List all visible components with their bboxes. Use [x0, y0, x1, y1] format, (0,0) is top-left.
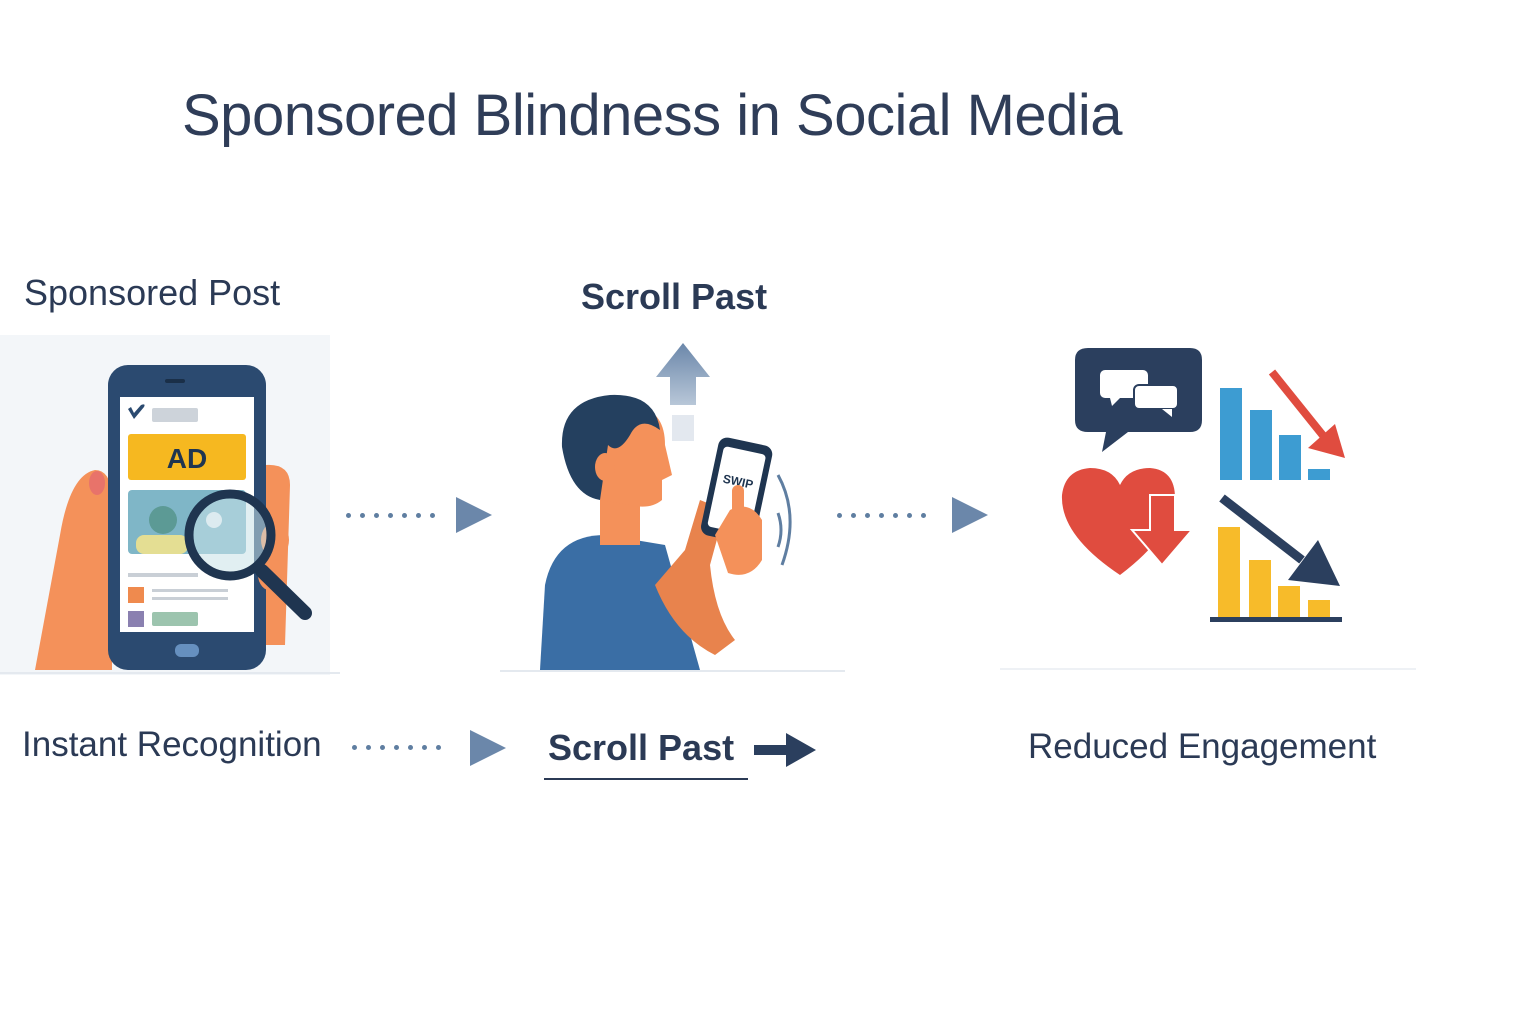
svg-text:SWIP: SWIP — [722, 472, 755, 492]
stage-1-baseline — [0, 672, 340, 674]
scroll-past-underline — [544, 778, 748, 780]
reduced-engagement-illustration — [1050, 340, 1360, 630]
stage-2-baseline — [500, 670, 845, 672]
svg-text:AD: AD — [167, 443, 207, 474]
sponsored-post-illustration: AD — [0, 335, 330, 675]
page-title: Sponsored Blindness in Social Media — [182, 83, 1123, 148]
flow-label-instant-recognition: Instant Recognition — [22, 725, 322, 764]
engagement-decline-icon — [1061, 348, 1345, 622]
person-swiping-phone-icon: SWIP — [540, 343, 792, 670]
arrow-right-bold-icon — [754, 733, 816, 767]
flow-label-scroll-past: Scroll Past — [548, 727, 735, 768]
hand-phone-magnifier-icon: AD — [35, 365, 312, 670]
arrow-right-icon — [952, 497, 988, 533]
arrow-right-icon — [470, 730, 506, 766]
arrow-right-icon — [456, 497, 492, 533]
stage-3-baseline — [1000, 668, 1416, 670]
flow-connector-dots-1 — [346, 512, 435, 518]
flow-connector-dots-2 — [837, 512, 926, 518]
stage-label-scroll-past: Scroll Past — [581, 276, 768, 317]
flow-label-reduced-engagement: Reduced Engagement — [1028, 727, 1377, 766]
flow-connector-dots-3 — [352, 744, 441, 750]
stage-label-sponsored-post: Sponsored Post — [24, 272, 281, 313]
scroll-past-illustration: SWIP — [500, 335, 840, 675]
